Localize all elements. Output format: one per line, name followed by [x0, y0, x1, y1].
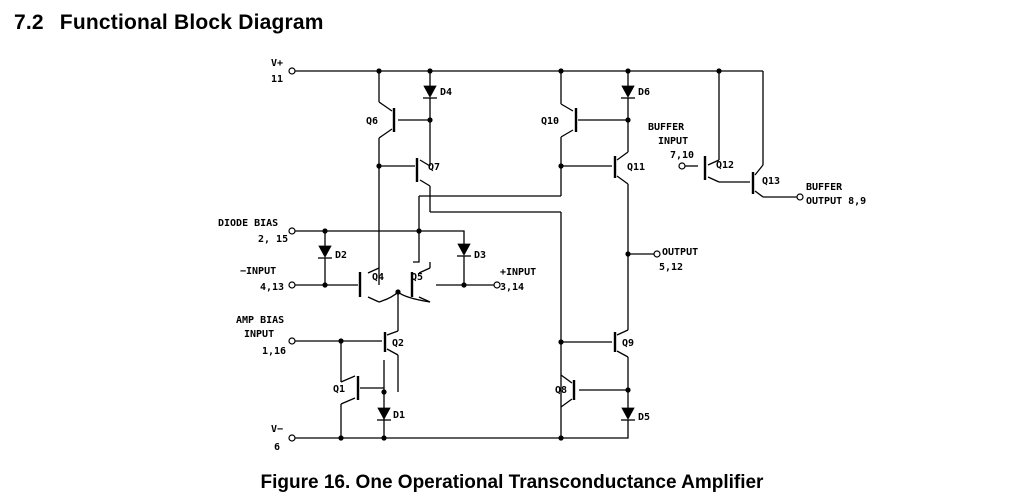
diode-d5 — [621, 407, 635, 421]
buffer-output-label-2: OUTPUT 8,9 — [806, 196, 866, 207]
label-q1: Q1 — [333, 384, 345, 395]
buffer-output-label-1: BUFFER — [806, 182, 843, 193]
label-q6: Q6 — [366, 116, 378, 127]
component-labels: Q6 Q7 Q10 Q11 Q4 Q5 Q2 Q1 Q9 Q8 Q12 Q13 … — [333, 87, 780, 423]
transistor-base-bars — [356, 108, 755, 400]
label-q9: Q9 — [622, 338, 634, 349]
diode-d6 — [621, 85, 635, 99]
label-q5: Q5 — [411, 272, 423, 283]
output-pins: 5,12 — [659, 262, 683, 273]
vplus-pin-number: 11 — [271, 74, 283, 85]
amp-bias-label-2: INPUT — [244, 329, 274, 340]
diode-bias-pins: 2, 15 — [258, 234, 288, 245]
wires — [294, 70, 797, 439]
diode-d3 — [457, 243, 471, 257]
label-q12: Q12 — [716, 160, 734, 171]
label-d6: D6 — [638, 87, 650, 98]
label-q7: Q7 — [428, 162, 440, 173]
diode-symbols — [318, 85, 635, 421]
label-q11: Q11 — [627, 162, 645, 173]
circuit-schematic: V+ 11 V− 6 DIODE BIAS 2, 15 −INPUT 4,13 … — [218, 58, 866, 453]
section-heading: 7.2 Functional Block Diagram — [14, 11, 324, 35]
label-q8: Q8 — [555, 385, 567, 396]
vplus-label: V+ — [271, 58, 283, 69]
label-d3: D3 — [474, 250, 486, 261]
figure-caption: Figure 16. One Operational Transconducta… — [260, 472, 764, 493]
label-q13: Q13 — [762, 176, 780, 187]
label-d4: D4 — [440, 87, 452, 98]
junction-dots — [322, 68, 722, 441]
label-d1: D1 — [393, 410, 405, 421]
label-d5: D5 — [638, 412, 650, 423]
section-title: Functional Block Diagram — [59, 11, 324, 34]
amp-bias-pins: 1,16 — [262, 346, 286, 357]
diode-bias-label: DIODE BIAS — [218, 218, 278, 229]
plus-input-pins: 3,14 — [500, 282, 524, 293]
label-q10: Q10 — [541, 116, 559, 127]
label-d2: D2 — [335, 250, 347, 261]
pin-labels: V+ 11 V− 6 DIODE BIAS 2, 15 −INPUT 4,13 … — [218, 58, 866, 453]
minus-input-label: −INPUT — [240, 266, 276, 277]
buffer-input-label-1: BUFFER — [648, 122, 685, 133]
buffer-input-pins: 7,10 — [670, 150, 694, 161]
buffer-input-label-2: INPUT — [658, 136, 688, 147]
label-q2: Q2 — [392, 338, 404, 349]
diode-d4 — [423, 85, 437, 99]
vminus-pin-number: 6 — [274, 442, 280, 453]
minus-input-pins: 4,13 — [260, 282, 284, 293]
output-label: OUTPUT — [662, 247, 698, 258]
diode-d2 — [318, 245, 332, 259]
pin-terminals — [288, 67, 804, 442]
section-number: 7.2 — [14, 11, 44, 34]
label-q4: Q4 — [372, 272, 384, 283]
diode-d1 — [377, 407, 391, 421]
amp-bias-label-1: AMP BIAS — [236, 315, 284, 326]
plus-input-label: +INPUT — [500, 267, 536, 278]
vminus-label: V− — [271, 424, 283, 435]
